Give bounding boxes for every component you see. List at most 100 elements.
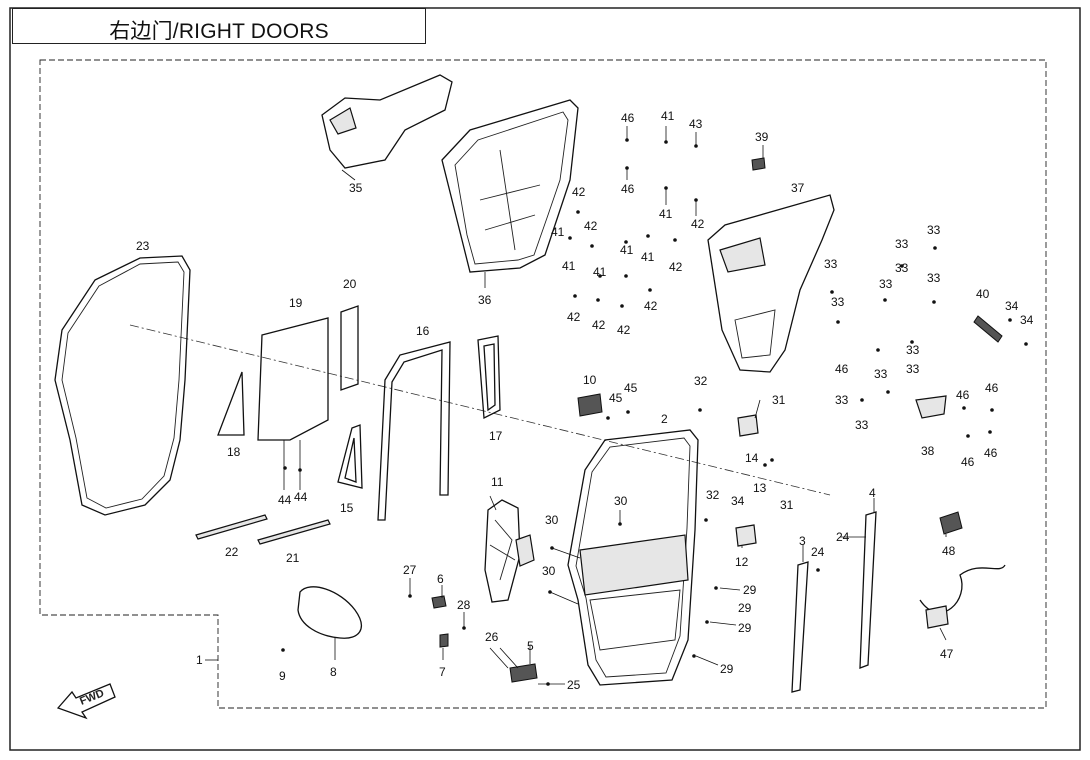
diagram-title: 右边门/RIGHT DOORS (109, 20, 329, 43)
callout-42d: 42 (669, 260, 683, 274)
callout-29d: 29 (738, 601, 752, 615)
callout-15: 15 (340, 501, 354, 515)
part-11-motor (515, 534, 535, 567)
part-47-harness (919, 564, 1006, 614)
part-2-door-panel (579, 534, 689, 596)
callout-20: 20 (343, 277, 357, 291)
callout-38: 38 (921, 444, 935, 458)
callout-33j: 33 (906, 362, 920, 376)
callout-33l: 33 (855, 418, 869, 432)
callout-41g: 41 (593, 265, 607, 279)
callout-47: 47 (940, 647, 954, 661)
callout-4: 4 (869, 486, 876, 500)
assembly-boundary (39, 59, 1047, 709)
callout-17: 17 (489, 429, 503, 443)
callout-46f: 46 (961, 455, 975, 469)
callout-9: 9 (279, 669, 286, 683)
callout-33f: 33 (879, 277, 893, 291)
part-11-regulator-rails (489, 519, 516, 581)
fwd-arrow (56, 683, 116, 720)
callout-26: 26 (485, 630, 499, 644)
callout-46b: 46 (621, 182, 635, 196)
callout-33g: 33 (831, 295, 845, 309)
callout-33k: 33 (835, 393, 849, 407)
title-box: 右边门/RIGHT DOORS (12, 8, 426, 44)
callout-34a: 34 (1005, 299, 1019, 313)
callout-24a: 24 (836, 530, 850, 544)
part-19-window-glass (257, 317, 329, 441)
part-36-inner-panel-ribs (479, 149, 541, 251)
callout-6: 6 (437, 572, 444, 586)
callout-12: 12 (735, 555, 749, 569)
callout-39: 39 (755, 130, 769, 144)
part-15-seal (337, 424, 363, 489)
part-37-armrest (719, 237, 766, 273)
callout-42e: 42 (644, 299, 658, 313)
part-10-inner-handle (577, 393, 603, 417)
callout-35: 35 (349, 181, 363, 195)
callout-41e: 41 (620, 243, 634, 257)
callout-36: 36 (478, 293, 492, 307)
part-37-door-trim (707, 194, 835, 373)
part-37-pocket (734, 309, 776, 359)
callout-32b: 32 (706, 488, 720, 502)
part-47-connector (925, 605, 949, 629)
callout-29c: 29 (720, 662, 734, 676)
part-6-bracket (431, 595, 447, 609)
callout-1: 1 (196, 653, 203, 667)
callout-33a: 33 (895, 237, 909, 251)
center-line (129, 324, 831, 496)
callout-34c: 34 (731, 494, 745, 508)
callout-25: 25 (567, 678, 581, 692)
part-36-inner-panel (441, 99, 579, 273)
callout-42f: 42 (592, 318, 606, 332)
part-23-door-seal-inner (61, 261, 185, 509)
callout-43: 43 (689, 117, 703, 131)
callout-41h: 42 (567, 310, 581, 324)
callout-44a: 44 (278, 493, 292, 507)
callout-42g: 42 (617, 323, 631, 337)
callout-32a: 32 (694, 374, 708, 388)
callout-33i: 33 (874, 367, 888, 381)
part-2-door-lower (589, 589, 681, 651)
part-23-door-seal (54, 255, 191, 516)
callout-46e: 46 (985, 381, 999, 395)
callout-33h: 33 (906, 343, 920, 357)
callout-11: 11 (491, 475, 504, 489)
callout-44b: 44 (294, 490, 308, 504)
callout-28: 28 (457, 598, 471, 612)
callout-14: 14 (745, 451, 759, 465)
part-35-upper-trim (321, 74, 453, 169)
callout-29a: 29 (743, 583, 757, 597)
part-16-glass-run (377, 341, 451, 521)
part-20-glass-strip (340, 305, 359, 391)
callout-33e: 33 (927, 271, 941, 285)
callout-3: 3 (799, 534, 806, 548)
callout-33c: 33 (824, 257, 838, 271)
callout-21: 21 (286, 551, 300, 565)
callout-48: 48 (942, 544, 956, 558)
callout-31b: 31 (780, 498, 794, 512)
part-35-speaker-recess (329, 107, 357, 135)
callout-10: 10 (583, 373, 597, 387)
callout-23: 23 (136, 239, 150, 253)
part-48-switch (939, 511, 963, 535)
callout-41a: 41 (661, 109, 675, 123)
callout-30a: 30 (614, 494, 628, 508)
part-39-clip (751, 157, 766, 171)
part-21-belt-strip (257, 519, 331, 545)
part-3-rail (791, 561, 809, 693)
callout-46c: 46 (835, 362, 849, 376)
callout-42b: 42 (572, 185, 586, 199)
part-18-quarter-glass (217, 371, 245, 436)
callout-labels: 1 2 3 4 5 6 7 8 9 10 11 12 13 14 15 16 1… (136, 109, 1034, 692)
part-2-door-frame (567, 429, 699, 686)
callout-30b: 30 (545, 513, 559, 527)
callout-41d: 41 (562, 259, 576, 273)
part-22-belt-strip (195, 514, 268, 540)
callout-40: 40 (976, 287, 990, 301)
callout-7: 7 (439, 665, 446, 679)
part-40-handle-insert (973, 315, 1003, 343)
callout-31a: 31 (772, 393, 786, 407)
